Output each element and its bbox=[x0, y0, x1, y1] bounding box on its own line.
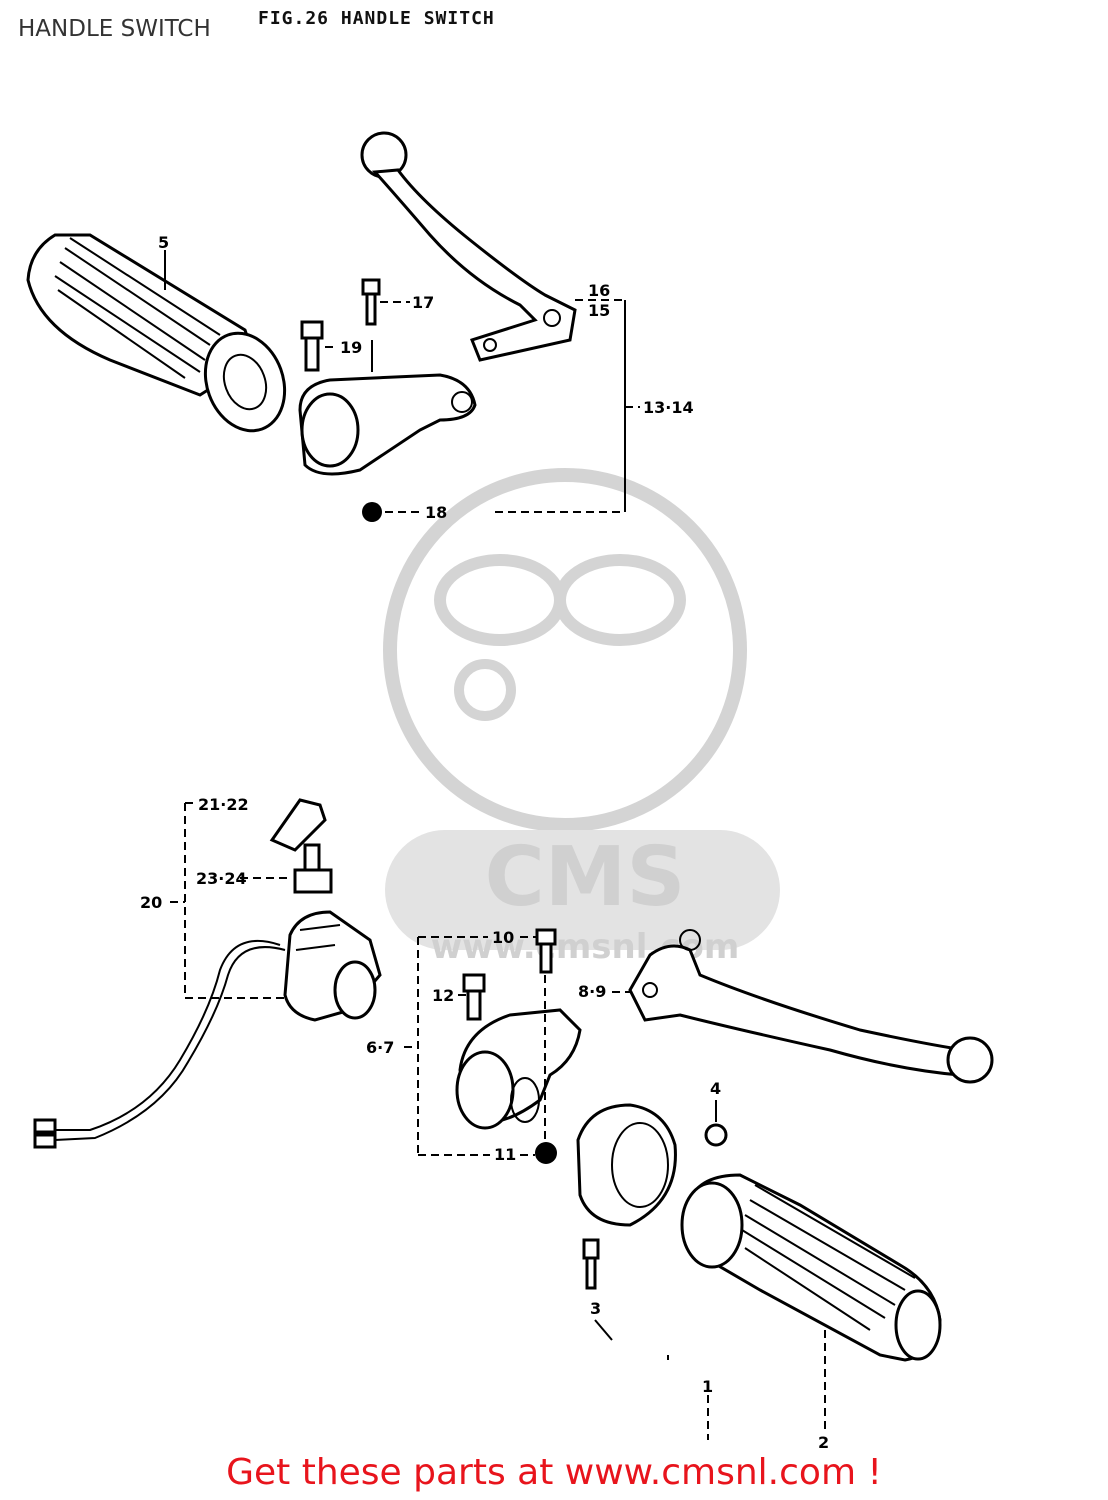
watermark-goggle-left bbox=[434, 554, 566, 646]
callout-16: 16 bbox=[588, 281, 610, 300]
part-11-nut bbox=[535, 1142, 557, 1164]
part-23-24-switch bbox=[293, 843, 333, 894]
part-2-grip bbox=[680, 1173, 942, 1362]
watermark-mascot-head bbox=[383, 468, 747, 832]
callout-1: 1 bbox=[702, 1377, 713, 1396]
part-18-nut bbox=[362, 502, 382, 522]
callout-11: 11 bbox=[494, 1145, 516, 1164]
callout-19: 19 bbox=[340, 338, 362, 357]
page-title: HANDLE SWITCH bbox=[18, 16, 211, 42]
watermark-goggle-right bbox=[554, 554, 686, 646]
callout-23-24: 23·24 bbox=[196, 869, 247, 888]
callout-6-7: 6·7 bbox=[366, 1038, 394, 1057]
part-20-switch-housing bbox=[283, 910, 382, 1022]
wire-harness bbox=[33, 939, 286, 1149]
part-21-22-knob bbox=[269, 798, 327, 852]
part-10-bolt bbox=[535, 928, 557, 974]
callout-20: 20 bbox=[140, 893, 162, 912]
callout-10: 10 bbox=[492, 928, 514, 947]
callout-15: 15 bbox=[588, 301, 610, 320]
part-8-9-lever bbox=[628, 929, 994, 1084]
cms-watermark: CMS www.cmsnl.com bbox=[383, 468, 780, 967]
part-5-grip bbox=[26, 233, 287, 433]
part-4-clip bbox=[704, 1123, 728, 1147]
callout-4: 4 bbox=[710, 1079, 721, 1098]
part-15-16-lever bbox=[360, 131, 577, 362]
callout-18: 18 bbox=[425, 503, 447, 522]
callout-8-9: 8·9 bbox=[578, 982, 606, 1001]
callout-2: 2 bbox=[818, 1433, 829, 1452]
part-6-7-lever-holder bbox=[455, 1008, 582, 1130]
watermark-badge bbox=[385, 830, 780, 950]
callout-13-14: 13·14 bbox=[643, 398, 694, 417]
part-19-bolt bbox=[300, 320, 324, 372]
figure-caption: FIG.26 HANDLE SWITCH bbox=[258, 8, 495, 29]
part-1-throttle-sleeve bbox=[576, 1103, 677, 1227]
callout-17: 17 bbox=[412, 293, 434, 312]
callout-5: 5 bbox=[158, 233, 169, 252]
part-3-screw bbox=[582, 1238, 600, 1290]
callout-3: 3 bbox=[590, 1299, 601, 1318]
lever-holder-upper bbox=[298, 373, 477, 476]
part-17-bolt bbox=[361, 278, 381, 326]
watermark-eye bbox=[454, 659, 516, 721]
callout-12: 12 bbox=[432, 986, 454, 1005]
watermark-brand: CMS bbox=[485, 830, 686, 925]
callout-21-22: 21·22 bbox=[198, 795, 249, 814]
part-12-bolt bbox=[462, 973, 486, 1021]
cmsnl-footer-link[interactable]: Get these parts at www.cmsnl.com ! bbox=[226, 1452, 882, 1493]
